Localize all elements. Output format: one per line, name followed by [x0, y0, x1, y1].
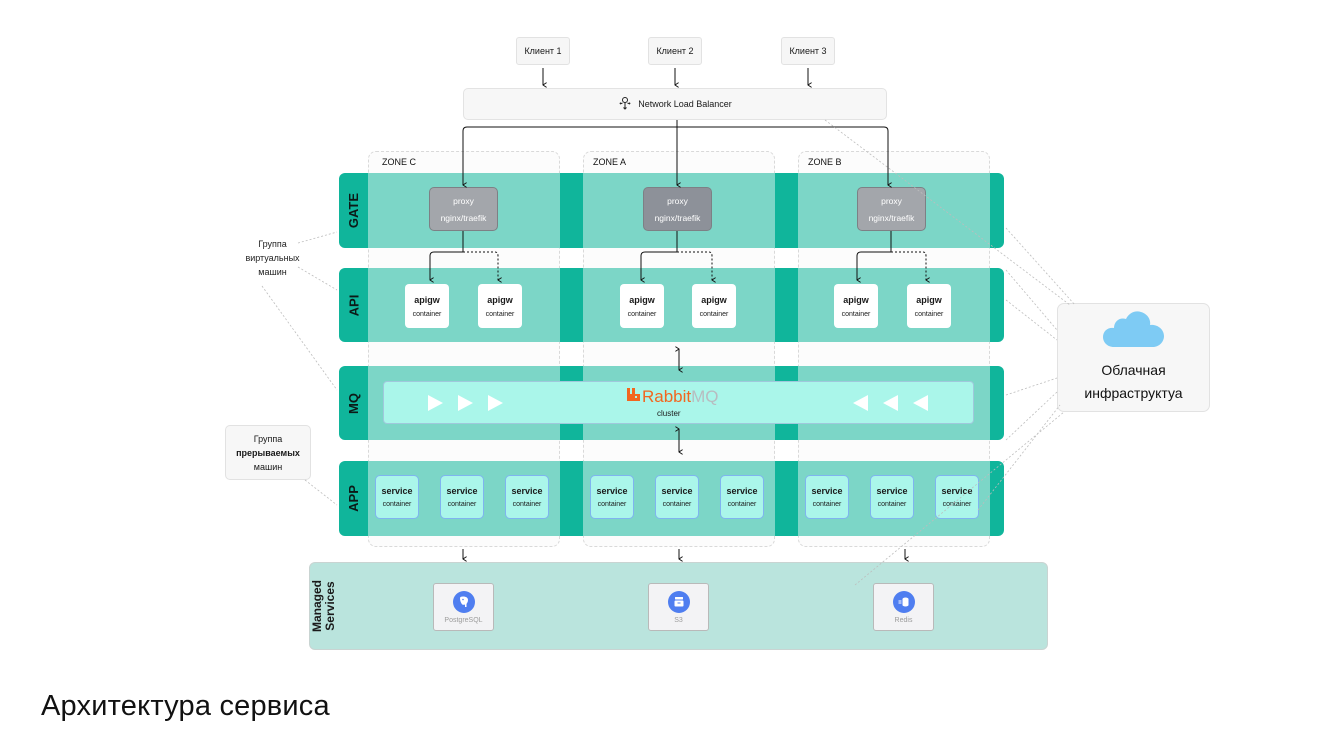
arrow-right-icon — [428, 395, 443, 411]
preemptible-note-line — [304, 479, 338, 506]
zone-c-label: ZONE C — [382, 157, 417, 167]
gate-layer-label: GATE — [346, 192, 361, 229]
client-3-box: Клиент 3 — [781, 37, 835, 65]
mq-layer-label: MQ — [345, 392, 361, 414]
client-2-box: Клиент 2 — [648, 37, 702, 65]
preemptible-group-note: Группа прерываемых машин — [225, 425, 311, 480]
vm-group-note: Группа виртуальных машин — [245, 239, 300, 277]
cloud-label-line1: Облачная — [1101, 362, 1166, 378]
api-zone-a-band — [583, 268, 775, 342]
arrow-right-icon — [458, 395, 473, 411]
arrow-right-icon — [488, 395, 503, 411]
mq-cluster-label: cluster — [657, 409, 681, 418]
rabbitmq-brand: Rabbit — [642, 387, 692, 406]
rabbitmq-icon — [627, 388, 640, 406]
network-load-balancer: Network Load Balancer — [463, 88, 887, 120]
api-zone-b-band — [798, 268, 990, 342]
arrow-left-icon — [853, 395, 868, 411]
redis-icon — [892, 590, 915, 613]
vm-note-mq-line — [261, 285, 338, 391]
cloud-line-api-1 — [1005, 269, 1058, 331]
page-title: Архитектура сервиса — [41, 690, 330, 722]
s3-card: S3 — [648, 583, 709, 631]
app-layer-label: APP — [345, 485, 361, 512]
zone-a-label: ZONE A — [593, 157, 627, 167]
cloud-icon — [1102, 310, 1166, 353]
network-balancer-icon — [618, 96, 632, 112]
client-2-label: Клиент 2 — [656, 46, 694, 56]
cloud-line-gate — [1005, 227, 1076, 306]
api-zone-c-band — [368, 268, 560, 342]
client-1-label: Клиент 1 — [524, 46, 562, 56]
redis-card: Redis — [873, 583, 934, 631]
load-balancer-label: Network Load Balancer — [638, 99, 732, 109]
cloud-line-api-2 — [1005, 299, 1058, 341]
arrow-left-icon — [913, 395, 928, 411]
cloud-infrastructure-box: Облачная инфраструктуа — [1057, 303, 1210, 412]
client-3-label: Клиент 3 — [789, 46, 827, 56]
arrow-left-icon — [883, 395, 898, 411]
api-layer-label: API — [345, 294, 361, 316]
cloud-label-line2: инфраструктуа — [1084, 385, 1183, 401]
zone-b-label: ZONE B — [808, 157, 842, 167]
client-1-box: Клиент 1 — [516, 37, 570, 65]
storage-icon — [667, 590, 690, 613]
postgresql-card: PostgreSQL — [433, 583, 494, 631]
cloud-line-mq — [1005, 377, 1058, 396]
rabbitmq-brand-suffix: MQ — [691, 387, 719, 406]
cloud-line-mq-2 — [1005, 391, 1058, 441]
postgresql-icon — [452, 590, 475, 613]
